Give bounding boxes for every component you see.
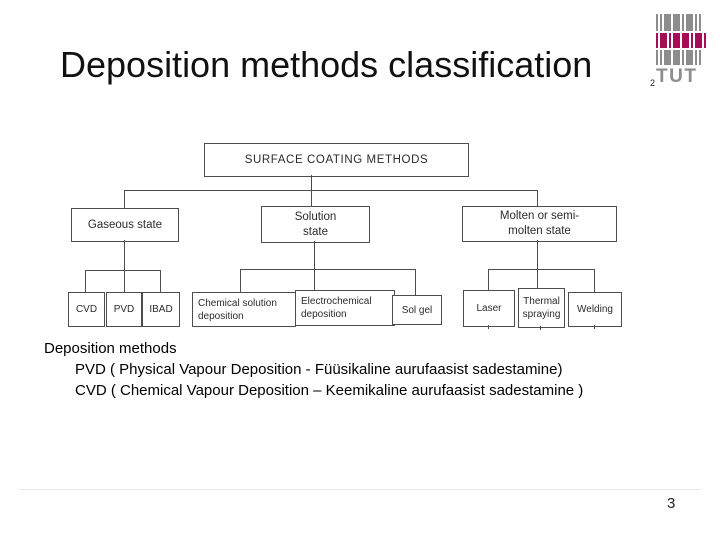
connector-line — [124, 270, 125, 292]
connector-line — [124, 190, 125, 208]
connector-line — [314, 241, 315, 269]
notes-heading: Deposition methods — [44, 340, 177, 357]
box-molten-state: Molten or semi- molten state — [462, 206, 617, 242]
connector-line — [124, 240, 125, 270]
box-laser: Laser — [463, 290, 515, 327]
connector-line — [314, 269, 315, 290]
connector-line — [594, 269, 595, 292]
connector-line — [488, 269, 489, 290]
box-thermal-spraying: Thermal spraying — [518, 288, 565, 328]
connector-line — [160, 270, 161, 292]
box-chemical-solution-deposition: Chemical solution deposition — [192, 292, 296, 327]
connector-line — [537, 240, 538, 269]
box-pvd: PVD — [106, 292, 142, 327]
connector-line — [240, 269, 416, 270]
connector-line — [124, 190, 538, 191]
connector-line — [311, 175, 312, 190]
connector-line — [415, 269, 416, 295]
box-ibad: IBAD — [142, 292, 180, 327]
page-title: Deposition methods classification — [60, 44, 593, 85]
connector-line — [85, 270, 86, 292]
logo-barcode-row-top — [656, 14, 710, 31]
connector-line — [540, 326, 541, 330]
tut-logo: TUT — [656, 14, 710, 86]
connector-line — [537, 190, 538, 206]
connector-line — [488, 325, 489, 329]
box-gaseous-state: Gaseous state — [71, 208, 179, 242]
page-number: 3 — [667, 495, 676, 512]
box-surface-coating-methods: SURFACE COATING METHODS — [204, 143, 469, 177]
note-line-pvd: PVD ( Physical Vapour Deposition - Füüsi… — [75, 361, 563, 378]
corner-mark: 2 — [650, 78, 656, 88]
box-solution-state: Solution state — [261, 206, 370, 243]
box-cvd: CVD — [68, 292, 105, 327]
connector-line — [240, 269, 241, 292]
connector-line — [488, 269, 595, 270]
logo-barcode-row-bottom — [656, 50, 710, 65]
connector-line — [537, 269, 538, 288]
logo-barcode-row-middle — [656, 33, 710, 48]
box-electrochemical-deposition: Electrochemical deposition — [295, 290, 395, 326]
connector-line — [85, 270, 161, 271]
connector-line — [594, 325, 595, 329]
logo-text: TUT — [656, 66, 698, 87]
box-sol-gel: Sol gel — [392, 295, 442, 325]
note-line-cvd: CVD ( Chemical Vapour Deposition – Keemi… — [75, 382, 584, 399]
box-welding: Welding — [568, 292, 622, 327]
footer-divider — [20, 489, 700, 490]
connector-line — [311, 190, 312, 206]
